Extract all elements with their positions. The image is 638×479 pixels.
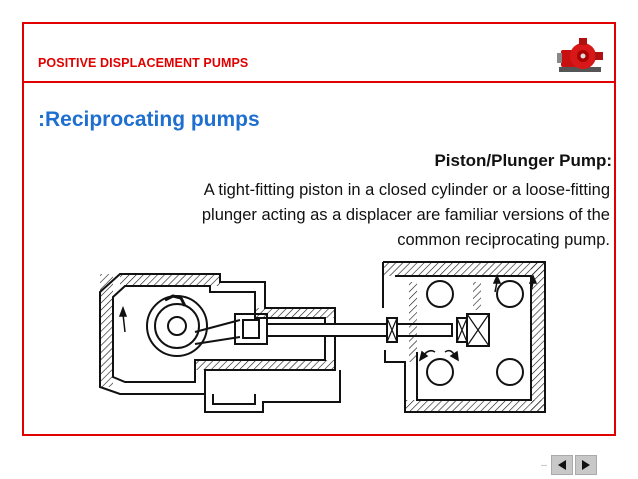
slide-frame <box>22 22 616 436</box>
piston-rod <box>266 323 453 337</box>
lower-valve-right <box>496 358 524 386</box>
slide-body: A tight-fitting piston in a closed cylin… <box>62 178 610 253</box>
body-line: A tight-fitting piston in a closed cylin… <box>203 181 610 199</box>
lower-valve-left <box>426 358 454 386</box>
connecting-rod <box>194 319 241 345</box>
previous-slide-button[interactable] <box>551 455 573 475</box>
body-line: plunger acting as a displacer are famili… <box>201 206 610 224</box>
triangle-left-icon <box>558 460 566 470</box>
discharge-valve <box>496 280 524 308</box>
slide-heading: :Reciprocating pumps <box>38 108 260 131</box>
header-divider <box>22 81 616 83</box>
slide-navigation: -- <box>541 454 599 476</box>
suction-valve <box>426 280 454 308</box>
slide-subheading: Piston/Plunger Pump: <box>434 151 612 170</box>
next-slide-button[interactable] <box>575 455 597 475</box>
section-title: POSITIVE DISPLACEMENT PUMPS <box>38 56 249 70</box>
body-line: common reciprocating pump. <box>397 231 610 249</box>
triangle-right-icon <box>582 460 590 470</box>
nav-dots: -- <box>541 460 547 470</box>
reciprocating-pump-diagram <box>99 261 546 413</box>
pump-logo-icon <box>557 38 603 72</box>
